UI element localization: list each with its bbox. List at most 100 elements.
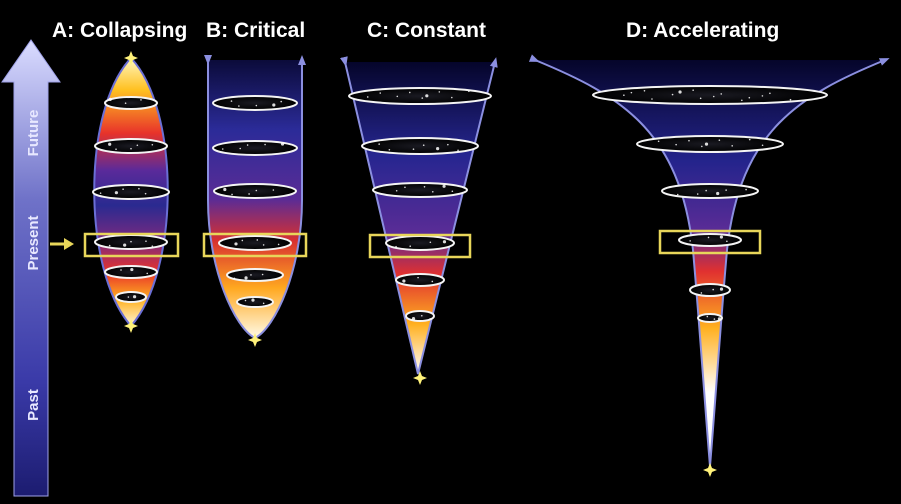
galaxy-dot [251, 298, 255, 302]
panel-d-shape [535, 60, 885, 466]
galaxy-dot [411, 316, 416, 321]
galaxy-dot [457, 149, 459, 152]
galaxy-dot [447, 143, 449, 146]
panel-a-bigbang-star [124, 319, 138, 333]
galaxy-dot [151, 143, 154, 146]
galaxy-dot [442, 240, 447, 244]
galaxy-dot [717, 317, 722, 321]
galaxy-dot [748, 138, 751, 141]
galaxy-dot [720, 93, 723, 95]
galaxy-dot [241, 239, 244, 242]
galaxy-dot [255, 189, 258, 192]
galaxy-dot [741, 99, 743, 102]
galaxy-dot [108, 97, 112, 101]
galaxy-dot [395, 245, 397, 248]
panel-title-c: C: Constant [367, 19, 486, 42]
galaxy-dot [130, 267, 134, 272]
galaxy-dot [108, 244, 111, 247]
galaxy-dot [262, 244, 265, 246]
galaxy-dot [630, 91, 633, 94]
galaxy-dot [230, 100, 233, 102]
panel-a-present-marker [83, 232, 180, 258]
galaxy-dot [423, 186, 426, 188]
galaxy-dot [420, 314, 423, 317]
galaxy-dot [395, 189, 398, 192]
galaxy-dot [769, 92, 771, 95]
galaxy-dot [138, 187, 140, 190]
galaxy-dot [221, 148, 224, 150]
galaxy-dot [256, 239, 259, 241]
galaxy-dot [366, 96, 369, 98]
galaxy-dot [248, 193, 250, 195]
galaxy-dot [436, 146, 440, 151]
galaxy-dot [700, 292, 703, 294]
panel-d-present-marker [658, 229, 762, 255]
galaxy-dot [643, 89, 646, 92]
galaxy-dot [402, 279, 406, 283]
galaxy-dot [244, 276, 248, 280]
galaxy-dot [409, 245, 412, 247]
galaxy-dot [234, 242, 238, 246]
galaxy-dot [688, 139, 690, 142]
galaxy-dot [421, 97, 424, 99]
galaxy-dot [233, 277, 236, 280]
galaxy-dot [99, 192, 102, 194]
galaxy-dot [120, 269, 122, 271]
galaxy-dot [451, 190, 454, 193]
galaxy-dot [272, 189, 275, 191]
galaxy-dot [651, 98, 653, 100]
galaxy-dot [133, 295, 137, 299]
galaxy-dot [244, 299, 247, 302]
galaxy-dot [425, 94, 429, 98]
galaxy-dot [262, 302, 265, 305]
axis-label-present: Present [25, 215, 42, 270]
galaxy-dot [280, 100, 283, 103]
galaxy-dot [431, 190, 434, 193]
galaxy-dot [719, 287, 724, 291]
galaxy-sparkles [99, 89, 792, 321]
galaxy-dot [704, 142, 709, 146]
galaxy-dot [388, 148, 391, 151]
galaxy-dot [671, 93, 674, 96]
galaxy-dot [696, 193, 699, 195]
galaxy-dot [238, 105, 240, 107]
panel-b-rings [212, 95, 298, 308]
panel-c-bigbang-star [413, 371, 427, 385]
galaxy-dot [144, 192, 147, 195]
galaxy-dot [417, 276, 419, 279]
galaxy-dot [280, 142, 285, 146]
galaxy-dot [239, 147, 242, 150]
galaxy-dot [127, 296, 130, 298]
galaxy-dot [272, 103, 276, 107]
galaxy-dot [725, 189, 727, 191]
present-pointer-arrow [50, 238, 74, 250]
galaxy-dot [451, 96, 453, 99]
galaxy-dot [705, 189, 707, 192]
galaxy-dot [431, 280, 434, 283]
galaxy-dot [761, 95, 764, 97]
galaxy-dot [712, 288, 714, 291]
galaxy-dot [718, 139, 721, 141]
panel-b-critical [202, 55, 308, 347]
galaxy-dot [468, 90, 470, 93]
galaxy-dot [379, 92, 382, 94]
galaxy-dot [789, 98, 792, 101]
galaxy-dot [231, 193, 233, 196]
galaxy-dot [378, 143, 380, 145]
galaxy-dot [130, 147, 132, 150]
galaxy-dot [118, 299, 121, 301]
panel-d-bigbang-star [703, 463, 717, 477]
galaxy-dot [719, 235, 724, 239]
panel-c-present-marker [368, 233, 472, 259]
galaxy-dot [115, 148, 117, 150]
galaxy-dot [136, 144, 139, 147]
panel-b-present-marker [202, 232, 308, 258]
panel-b-bigbang-star [248, 333, 262, 347]
galaxy-dot [678, 90, 682, 94]
galaxy-dot [140, 99, 142, 101]
galaxy-dot [146, 272, 149, 275]
galaxy-dot [412, 148, 415, 150]
galaxy-dot [124, 102, 127, 105]
galaxy-dot [712, 95, 715, 98]
